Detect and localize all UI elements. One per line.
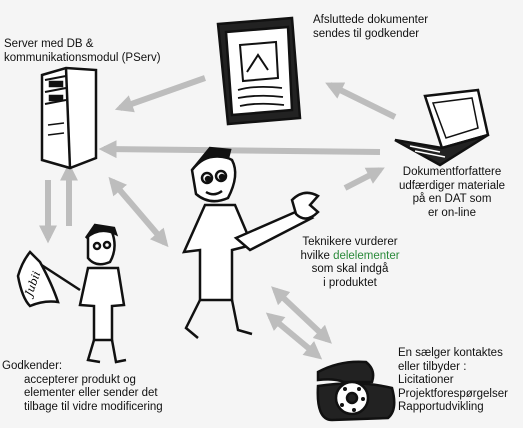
arrow-docs-to-server	[114, 75, 206, 113]
label-approver-line2: accepterer produkt og	[24, 373, 136, 386]
label-approver-line4: tilbage til vidre modificering	[24, 400, 163, 413]
label-server-line2: kommunikationsmodul (PServ)	[4, 51, 161, 64]
label-approver: Godkender: accepterer produkt og element…	[2, 360, 163, 414]
approver-flag-icon	[16, 223, 127, 364]
arrow-tech-phone-b	[265, 312, 323, 360]
arrow-server-tech	[108, 176, 169, 248]
label-technicians-line3: som skal indgå	[311, 263, 389, 275]
arrow-tech-phone-a	[271, 286, 332, 344]
label-authors-line3: på en DAT som	[412, 193, 492, 205]
laptop-icon	[394, 88, 490, 167]
label-technicians-line2: hvilke delelementer	[280, 250, 420, 264]
label-technicians-highlight: delelementer	[333, 249, 400, 262]
label-seller-line1: En sælger kontaktes	[398, 347, 503, 359]
label-authors-line2: udfærdiger materiale	[398, 179, 506, 192]
label-approver-line1: Godkender:	[2, 360, 63, 372]
label-approver-line3: elementer eller sender det	[24, 387, 158, 399]
label-seller: En sælger kontaktes eller tilbyder : Lic…	[398, 347, 508, 415]
flow-arrows	[39, 75, 397, 360]
label-finished-docs-line2: sendes til godkender	[313, 27, 420, 40]
label-finished-docs: Afsluttede dokumenter sendes til godkend…	[313, 14, 428, 41]
arrow-laptop-to-server	[98, 140, 381, 159]
document-icon	[216, 16, 302, 126]
technician-wrench-icon	[181, 146, 320, 339]
arrow-tech-to-laptop	[343, 167, 385, 191]
label-seller-line3: Licitationer	[398, 374, 454, 386]
label-technicians-line1: Teknikere vurderer	[302, 236, 398, 248]
label-authors-line4: er on-line	[428, 206, 476, 219]
label-seller-line5: Rapportudvikling	[398, 401, 484, 413]
telephone-icon	[316, 360, 396, 422]
label-technicians-line4: i produktet	[323, 276, 377, 289]
label-seller-line4: Projektforespørgelser	[398, 387, 508, 400]
label-technicians-line2-pre: hvilke	[300, 249, 334, 262]
arrow-laptop-to-docs	[325, 82, 397, 120]
label-technicians: Teknikere vurderer hvilke delelementer s…	[280, 236, 420, 290]
label-server: Server med DB & kommunikationsmodul (PSe…	[4, 38, 161, 65]
label-server-line1: Server med DB &	[4, 38, 94, 50]
label-authors-line1: Dokumentforfattere	[402, 166, 502, 178]
server-icon	[40, 66, 98, 170]
label-authors: Dokumentforfattere udfærdiger materiale …	[393, 166, 511, 220]
label-seller-line2: eller tilbyder :	[398, 360, 467, 373]
label-finished-docs-line1: Afsluttede dokumenter	[313, 14, 429, 26]
